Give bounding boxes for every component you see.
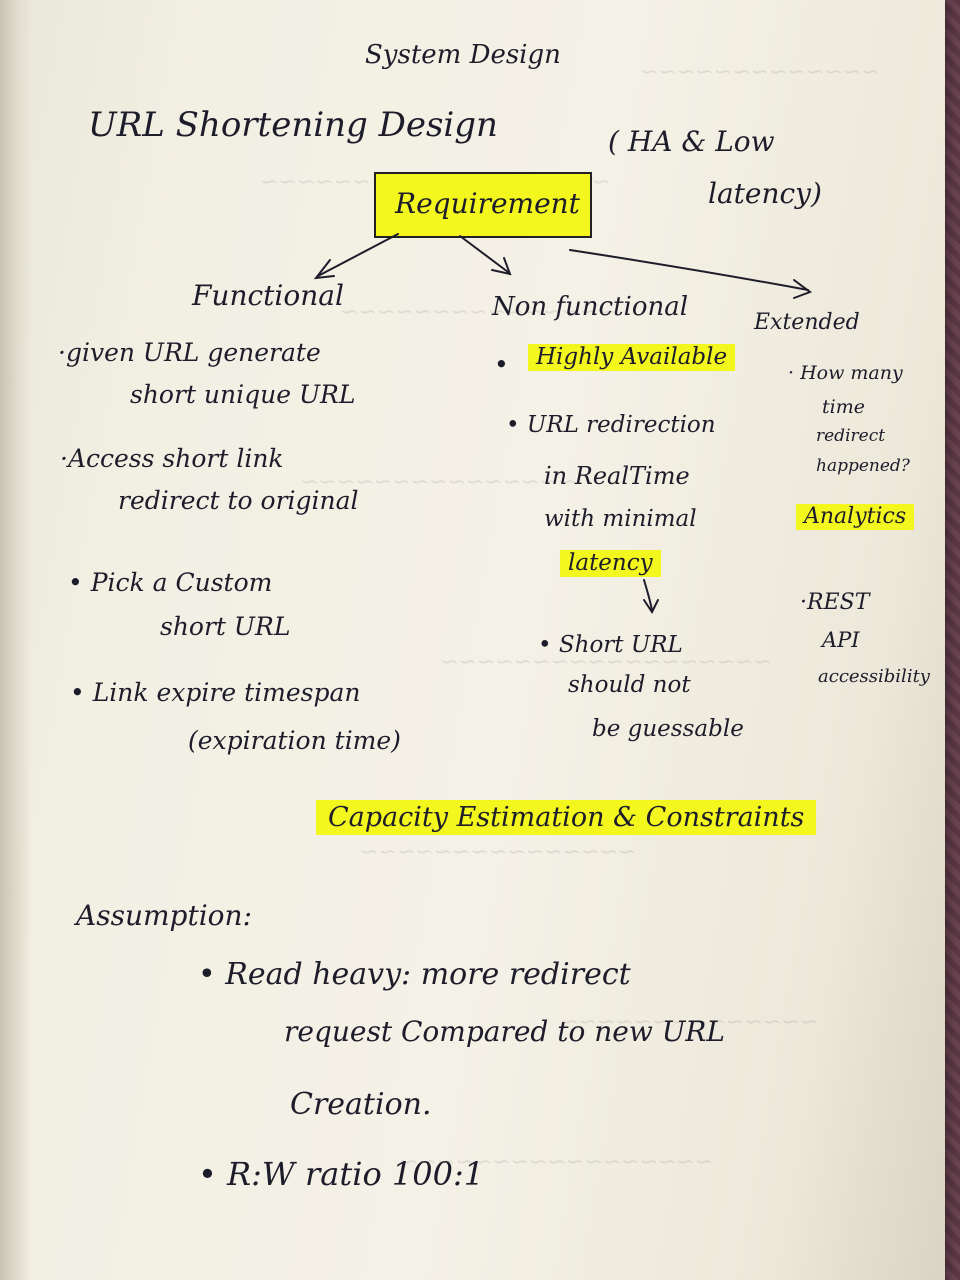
analytics-highlight: Analytics xyxy=(796,504,915,530)
assumption-point-2: • R:W ratio 100:1 xyxy=(198,1155,485,1193)
extended-item-2-line3: accessibility xyxy=(818,666,930,687)
extended-item-1-line2: time xyxy=(822,396,865,418)
page-title: URL Shortening Design xyxy=(88,105,498,145)
nonfunctional-bullet-1: • xyxy=(494,350,509,379)
assumption-point-1-line2: request Compared to new URL xyxy=(284,1015,725,1048)
capacity-heading-highlight: Capacity Estimation & Constraints xyxy=(316,800,817,835)
highly-available-highlight: Highly Available xyxy=(528,344,736,371)
arrow-to-functional xyxy=(317,233,399,277)
assumption-label: Assumption: xyxy=(76,899,252,932)
arrow-head xyxy=(491,257,512,276)
arrow-to-extended xyxy=(569,249,809,291)
functional-item-1-line2: short unique URL xyxy=(130,380,356,409)
requirement-box xyxy=(374,172,592,238)
latency-highlight: latency xyxy=(560,550,661,577)
page-binding xyxy=(0,0,32,1280)
arrow-head xyxy=(793,279,813,299)
nonfunctional-heading: Non functional xyxy=(492,292,689,322)
requirement-label: Requirement xyxy=(395,187,580,220)
functional-item-2-line2: redirect to original xyxy=(118,486,359,515)
functional-heading: Functional xyxy=(192,279,344,312)
extended-item-2-line2: API xyxy=(822,628,860,652)
arrow-to-nonfunctional xyxy=(459,235,509,273)
page-header: System Design xyxy=(365,40,561,70)
nonfunctional-item-2-line2: in RealTime xyxy=(544,462,690,490)
nonfunctional-item-3-line3: be guessable xyxy=(592,716,744,742)
extended-item-2-line1: ·REST xyxy=(800,590,870,615)
extended-item-1-line4: happened? xyxy=(816,456,910,476)
extended-heading: Extended xyxy=(754,310,860,335)
functional-item-2-line1: ·Access short link xyxy=(60,444,284,473)
functional-item-4-line2: (expiration time) xyxy=(188,726,401,755)
arrow-head xyxy=(313,259,335,280)
arrow-latency xyxy=(643,579,653,611)
assumption-point-1-line3: Creation. xyxy=(290,1087,432,1122)
nonfunctional-item-3-line2: should not xyxy=(568,672,691,698)
nonfunctional-item-3-line1: • Short URL xyxy=(538,632,683,658)
assumption-point-1-line1: • Read heavy: more redirect xyxy=(198,957,631,992)
arrow-head xyxy=(643,599,659,614)
extended-item-1-line1: · How many xyxy=(788,362,903,384)
extended-item-1-line3: redirect xyxy=(816,426,886,446)
nonfunctional-item-2-line1: • URL redirection xyxy=(506,412,716,438)
functional-item-3-line1: • Pick a Custom xyxy=(68,568,273,597)
functional-item-3-line2: short URL xyxy=(160,612,291,641)
functional-item-4-line1: • Link expire timespan xyxy=(70,678,361,707)
title-note-line1: ( HA & Low xyxy=(608,125,775,158)
functional-item-1-line1: ·given URL generate xyxy=(58,338,321,367)
nonfunctional-item-2-line3: with minimal xyxy=(544,506,697,532)
title-note-line2: latency) xyxy=(708,177,822,210)
